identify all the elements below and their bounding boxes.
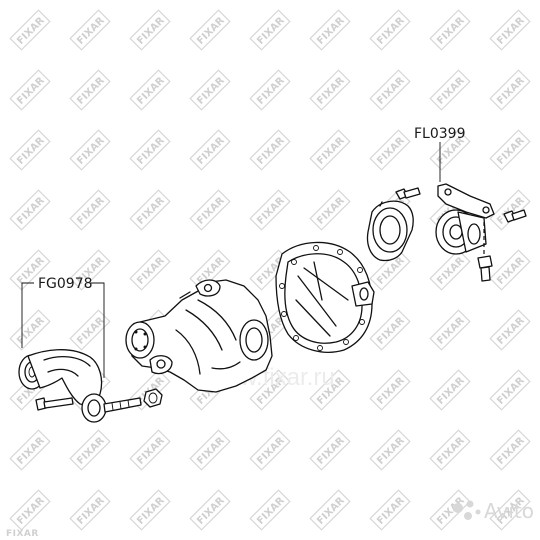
avito-logo: Avito xyxy=(453,499,534,523)
cover-mount-bushing xyxy=(366,187,421,262)
callout-fg0978: FG0978 xyxy=(38,276,93,292)
bracket-assembly-fg0978: FG0978 xyxy=(18,276,163,423)
differential-carrier xyxy=(125,279,273,393)
watermark-brand: FIXAR xyxy=(6,529,39,539)
mount-assembly-fl0399: FL0399 xyxy=(414,126,527,282)
avito-text: Avito xyxy=(484,499,534,523)
callout-fl0399: FL0399 xyxy=(414,126,465,142)
differential-rear-cover xyxy=(275,241,375,353)
